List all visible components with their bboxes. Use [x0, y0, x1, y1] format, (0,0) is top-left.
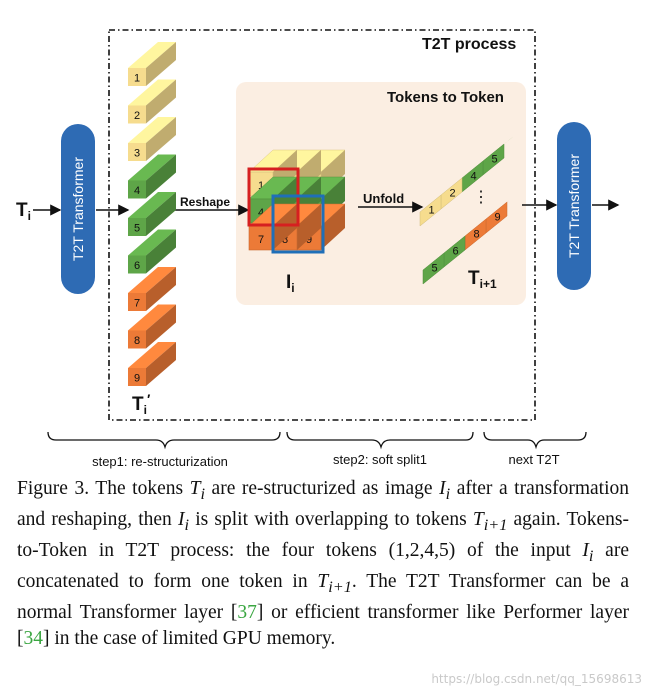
column-token-4: 4 [128, 154, 176, 199]
unfolded-bars: 5 4 2 1 9 8 6 5 [419, 136, 517, 285]
column-token-2: 2 [128, 79, 176, 124]
citation-34[interactable]: 34 [23, 627, 44, 649]
bar-dots: ⋮ [473, 189, 489, 206]
bar-segment-2: 2 [440, 170, 472, 210]
bar-segment-label: 8 [473, 229, 479, 241]
brace-step2 [286, 431, 474, 450]
column-token-label: 4 [134, 185, 140, 197]
column-label: Ti′ [132, 391, 151, 417]
right-t2t-transformer [557, 122, 591, 290]
grid-token-label: 1 [258, 180, 264, 192]
left-t2t-transformer [61, 124, 95, 294]
bar-segment-label: 9 [494, 212, 500, 224]
column-token-6: 6 [128, 229, 176, 274]
output-label: Ti+1 [468, 268, 497, 291]
column-token-5: 5 [128, 192, 176, 236]
bar-segment-1: 1 [419, 187, 451, 227]
unfold-label: Unfold [363, 191, 404, 206]
t2t-process-box [108, 29, 536, 421]
right-transformer-label: T2T Transformer [566, 154, 582, 258]
bar-segment-4: 4 [461, 153, 493, 193]
bar-segment-label: 5 [431, 263, 437, 275]
column-token-label: 9 [134, 373, 140, 385]
bar-segment-5: 5 [482, 136, 514, 176]
input-label: Ti [16, 200, 31, 223]
step1-label: step1: re-structurization [92, 454, 228, 469]
grid-token-label: 8 [282, 234, 288, 246]
bar-segment-5: 5 [422, 245, 454, 285]
bar-segment-label: 2 [449, 188, 455, 200]
image-label: Ii [286, 272, 295, 295]
bar-segment-label: 4 [470, 171, 476, 183]
column-token-label: 3 [134, 148, 140, 160]
column-token-7: 7 [128, 267, 176, 311]
brace-step1 [47, 431, 281, 450]
column-token-label: 8 [134, 335, 140, 347]
bar-segment-label: 5 [491, 154, 497, 166]
watermark: https://blog.csdn.net/qq_15698613 [431, 672, 642, 686]
image-grid: 321654987 [248, 149, 346, 251]
column-token-9: 9 [128, 342, 176, 386]
grid-token-label: 4 [258, 207, 264, 219]
reshape-label: Reshape [180, 195, 230, 209]
t2t-diagram: T2T process Tokens to Token T2T Transfor… [16, 29, 620, 469]
bar-segment-label: 6 [452, 246, 458, 258]
citation-37[interactable]: 37 [237, 601, 257, 623]
bar-segment-label: 1 [428, 205, 434, 217]
brace-next [483, 431, 587, 450]
left-transformer-label: T2T Transformer [70, 157, 86, 261]
step2-label: step2: soft split1 [333, 452, 427, 467]
column-token-3: 3 [128, 117, 176, 161]
column-token-label: 5 [134, 223, 140, 235]
column-token-1: 1 [128, 42, 176, 86]
column-token-label: 7 [134, 298, 140, 310]
process-title: T2T process [422, 36, 516, 53]
column-token-label: 1 [134, 73, 140, 85]
figure-caption: Figure 3. The tokens Ti are re-structuri… [17, 478, 630, 649]
column-token-8: 8 [128, 304, 176, 349]
bottom-bar: 9 8 6 5 [422, 194, 517, 285]
top-bar: 5 4 2 1 [419, 136, 514, 227]
grid-token-label: 7 [258, 234, 264, 246]
next-step-label: next T2T [508, 452, 559, 467]
column-token-label: 2 [134, 110, 140, 122]
tokens-to-token-title: Tokens to Token [387, 89, 504, 106]
grid-token-label: 9 [306, 234, 312, 246]
column-token-label: 6 [134, 260, 140, 272]
blue-window-box [271, 194, 325, 254]
token-column: 1 2 3 4 5 6 7 8 9 [128, 42, 176, 386]
